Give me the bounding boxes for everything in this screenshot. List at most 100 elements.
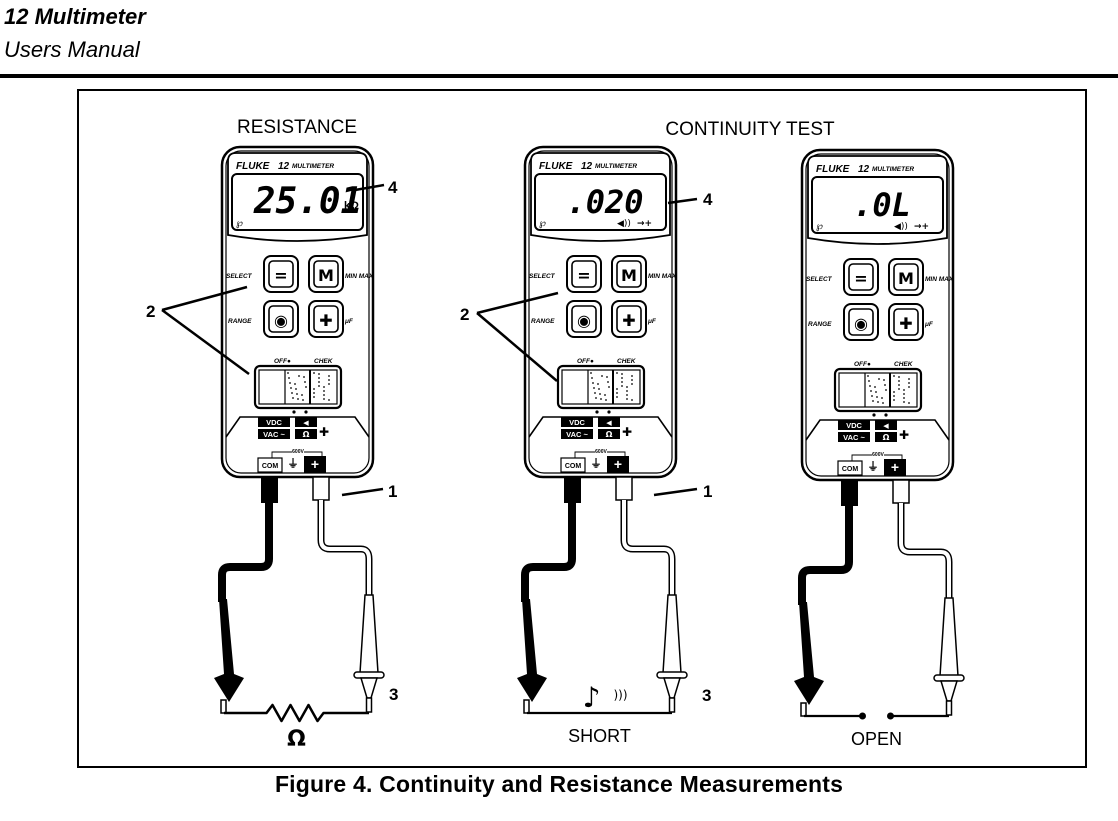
black-probe bbox=[794, 602, 824, 705]
brand-logo: FLUKE bbox=[236, 161, 270, 172]
com-jack-label: COM bbox=[842, 466, 859, 473]
capacitance-icon: ✚ bbox=[899, 314, 912, 333]
com-jack[interactable] bbox=[837, 460, 863, 476]
figure-caption: Figure 4. Continuity and Resistance Meas… bbox=[274, 771, 844, 797]
switch-texture bbox=[594, 392, 596, 394]
vac-key bbox=[561, 429, 593, 439]
beeper-key-icon: ◀ bbox=[303, 419, 309, 427]
switch-texture bbox=[621, 377, 623, 379]
callout-line-leads-2 bbox=[653, 487, 698, 497]
minmax-label: MIN MAX bbox=[648, 273, 677, 280]
switch-texture bbox=[591, 377, 593, 379]
switch-texture bbox=[908, 402, 910, 404]
vdc-label: VDC bbox=[846, 421, 862, 430]
beeper-icon: ◀)) bbox=[617, 219, 631, 229]
select-button-cap bbox=[268, 260, 294, 288]
red-lead-cable bbox=[622, 500, 674, 597]
position-dot bbox=[607, 410, 611, 414]
switch-texture bbox=[296, 393, 298, 395]
meter-bezel bbox=[528, 150, 673, 474]
minmax-label: MIN MAX bbox=[345, 273, 374, 280]
select-label: SELECT bbox=[806, 276, 833, 283]
vdc-label: VDC bbox=[266, 418, 282, 427]
switch-texture bbox=[908, 378, 910, 380]
off-label: OFF● bbox=[274, 358, 291, 365]
switch-texture bbox=[870, 390, 872, 392]
red-probe-cone bbox=[662, 677, 682, 699]
switch-texture bbox=[908, 386, 910, 388]
callout-line-leads-1 bbox=[341, 487, 384, 497]
red-lead-cable bbox=[319, 500, 371, 597]
switch-texture bbox=[318, 377, 320, 379]
vdc-key bbox=[258, 417, 290, 427]
range-label: RANGE bbox=[531, 318, 555, 325]
positive-jack[interactable] bbox=[607, 456, 629, 473]
switch-texture bbox=[878, 378, 880, 380]
lcd-reading: .020 bbox=[566, 183, 643, 221]
range-button-cap bbox=[571, 305, 597, 333]
callout-line-buttons-2b bbox=[476, 312, 558, 382]
model-label: MULTIMETER bbox=[872, 166, 914, 173]
auto-range-icon: ℘ bbox=[816, 221, 823, 232]
circuit-label-ohm: Ω bbox=[287, 727, 306, 752]
black-lead-cable bbox=[218, 503, 273, 602]
capacitance-icon: ✚ bbox=[319, 311, 332, 330]
callout-line-display-2 bbox=[667, 197, 698, 205]
model-label: MULTIMETER bbox=[595, 163, 637, 170]
switch-texture bbox=[881, 397, 883, 399]
black-probe-tip bbox=[220, 699, 227, 714]
switch-texture bbox=[328, 375, 330, 377]
switch-texture bbox=[871, 395, 873, 397]
vac-label: VAC ~ bbox=[263, 430, 285, 439]
com-jack[interactable] bbox=[257, 457, 283, 473]
switch-texture bbox=[304, 381, 306, 383]
switch-texture bbox=[893, 395, 895, 397]
black-lead-plug bbox=[564, 477, 581, 503]
switch-texture bbox=[616, 396, 618, 398]
red-probe-handle bbox=[359, 594, 379, 674]
switch-texture bbox=[868, 380, 870, 382]
ground-icon: ⏚ bbox=[591, 457, 602, 470]
com-jack[interactable] bbox=[560, 457, 586, 473]
red-probe-tip bbox=[945, 700, 953, 716]
switch-texture bbox=[893, 391, 895, 393]
switch-texture bbox=[898, 384, 900, 386]
switch-texture bbox=[898, 376, 900, 378]
auto-range-icon: ℘ bbox=[539, 218, 546, 229]
ohm-key-label: Ω bbox=[303, 430, 310, 439]
model-number: 12 bbox=[581, 161, 593, 172]
black-probe bbox=[214, 599, 244, 702]
positive-jack[interactable] bbox=[304, 456, 326, 473]
black-lead-plug bbox=[841, 480, 858, 506]
positive-jack[interactable] bbox=[884, 459, 906, 476]
red-lead-plug bbox=[892, 479, 910, 504]
select-icon: = bbox=[577, 266, 590, 285]
switch-texture bbox=[289, 382, 291, 384]
ohm-key-label: Ω bbox=[883, 433, 890, 442]
uf-label: μF bbox=[647, 318, 657, 325]
switch-texture bbox=[292, 397, 294, 399]
black-probe-tip bbox=[800, 702, 807, 717]
switch-texture bbox=[884, 384, 886, 386]
range-icon: ◉ bbox=[274, 311, 288, 330]
switch-texture bbox=[882, 402, 884, 404]
diode-key-icon: ✚ bbox=[319, 425, 329, 439]
select-button-cap bbox=[848, 263, 874, 291]
red-lead-cable bbox=[899, 503, 951, 600]
manual-subtitle: Users Manual bbox=[4, 37, 140, 62]
callout-line-display-1 bbox=[354, 183, 385, 192]
manual-title: 12 Multimeter bbox=[4, 4, 146, 29]
switch-texture bbox=[294, 383, 296, 385]
callout-leads-1: 1 bbox=[388, 482, 397, 501]
volt-rating-label: 600V bbox=[292, 449, 304, 455]
lcd-reading: 25.01 bbox=[253, 181, 362, 222]
capacitance-button-cap bbox=[313, 305, 339, 333]
red-lead-plug bbox=[615, 476, 633, 501]
switch-texture bbox=[893, 375, 895, 377]
switch-texture bbox=[305, 386, 307, 388]
lcd-screen bbox=[811, 176, 944, 234]
switch-texture bbox=[298, 375, 300, 377]
minmax-icon: M bbox=[318, 266, 334, 285]
switch-texture bbox=[631, 379, 633, 381]
vdc-label: VDC bbox=[569, 418, 585, 427]
